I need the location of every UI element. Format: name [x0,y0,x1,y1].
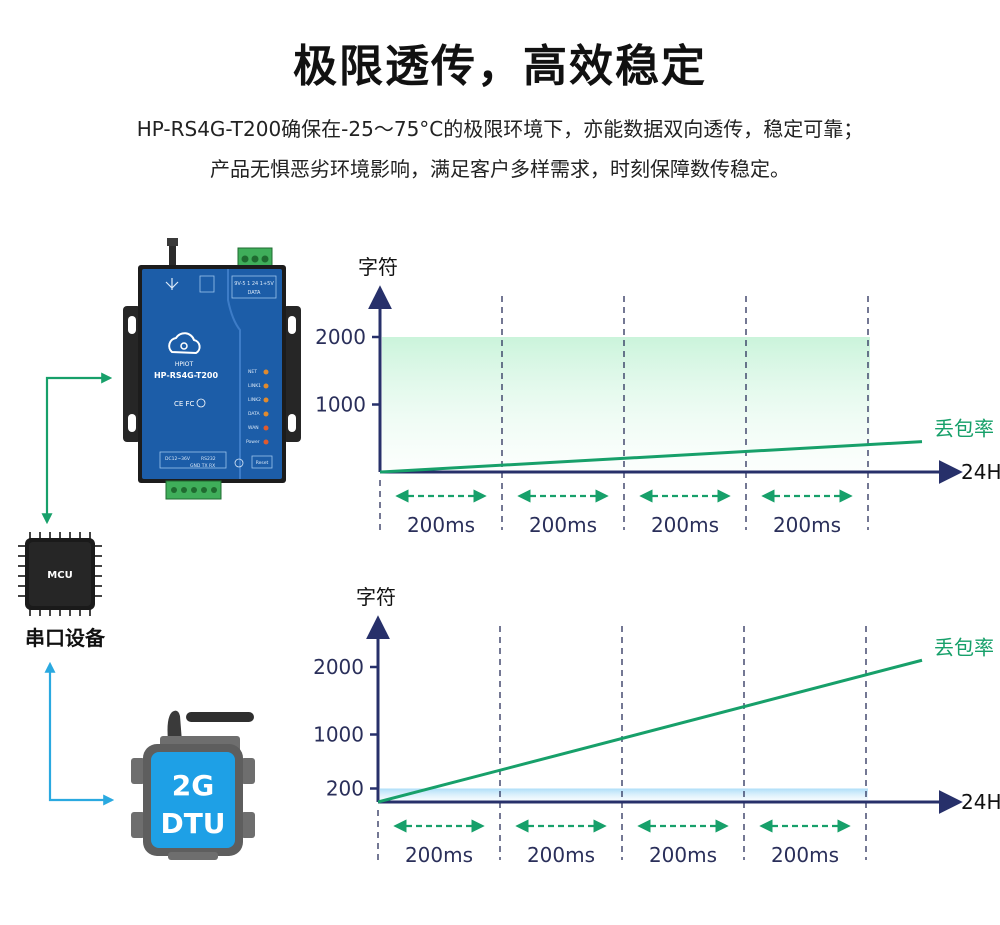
chart-top: 1000 2000 字符 24H 丢包率 200ms 200ms 200ms 200ms [315,255,1000,537]
dtu-label-dtu: DTU [160,807,225,840]
led-label-power: Power [246,439,260,445]
y-tick-label: 2000 [315,325,366,349]
y-tick-label: 2000 [313,655,364,679]
chart-top-loss-label: 丢包率 [934,417,994,441]
chart-bottom-loss-label: 丢包率 [934,635,994,659]
chart-bottom-loss-line [377,658,923,804]
router-reset-label: Reset [256,460,269,466]
antenna-icon [165,278,179,290]
led-label-wan: WAN [248,425,259,431]
router-model: HP-RS4G-T200 [154,371,219,380]
chart-bottom-band [380,788,868,802]
interval-label: 200ms [771,843,839,867]
connector-mcu-dtu [44,661,115,806]
led-label-link2: LINK2 [248,397,261,403]
interval-label: 200ms [527,843,595,867]
router-terminal-label: 9V-5 1 24 1+5V [234,281,274,287]
interval-label: 200ms [405,843,473,867]
router-front-panel [142,269,282,479]
interval-label: 200ms [649,843,717,867]
router-cert-marks: CE FC [174,400,195,408]
interval-label: 200ms [407,513,475,537]
description-line-1: HP-RS4G-T200确保在-25～75°C的极限环境下，亦能数据双向透传，稳… [136,117,864,141]
router-terminal-data: DATA [248,290,261,296]
interval-label: 200ms [773,513,841,537]
led-label-data: DATA [248,411,261,417]
connector-router-mcu [41,372,113,525]
router-rs232-label: RS232 [201,456,216,462]
cloud-logo-icon [168,332,201,355]
chart-top-loss-line [379,440,923,474]
serial-device-caption: 串口设备 [25,626,105,650]
chart-bottom-intervals: 200ms 200ms 200ms 200ms [393,819,851,867]
chart-top-y-label: 字符 [358,255,398,279]
led-label-link1: LINK1 [248,383,261,389]
chart-top-intervals: 200ms 200ms 200ms 200ms [395,489,853,537]
y-tick-label: 1000 [315,393,366,417]
router-led-group: NET LINK1 LINK2 DATA WAN Power [246,369,269,445]
y-tick-label: 1000 [313,723,364,747]
chart-bottom-y-ticks: 200 1000 2000 [313,655,378,801]
router-brand: HPIOT [175,361,194,368]
description-line-2: 产品无惧恶劣环境影响，满足客户多样需求，时刻保障数传稳定。 [210,157,790,181]
mcu-chip: MCU [18,532,102,616]
chart-bottom-x-label: 24H [961,790,1000,814]
chart-bottom-y-label: 字符 [356,585,396,609]
page-title: 极限透传，高效稳定 [293,41,707,92]
mcu-chip-label: MCU [47,570,72,581]
router-device: 9V-5 1 24 1+5V DATA HPIOT HP-RS4G-T200 C… [123,238,301,500]
interval-label: 200ms [529,513,597,537]
led-label-net: NET [248,369,257,375]
router-pins-label: GND TX RX [190,463,215,469]
recycle-icon [196,398,206,408]
chart-bottom-interval-lines [377,626,867,860]
dtu-label-2g: 2G [172,769,214,802]
chart-top-x-label: 24H [961,460,1000,484]
chart-top-y-ticks: 1000 2000 [315,325,380,417]
dtu-device: 2G DTU [131,710,255,860]
interval-label: 200ms [651,513,719,537]
chart-top-interval-lines [379,296,869,530]
y-tick-label: 200 [326,777,364,801]
chart-top-band [382,337,870,472]
router-power-label: DC12~36V [165,456,191,462]
